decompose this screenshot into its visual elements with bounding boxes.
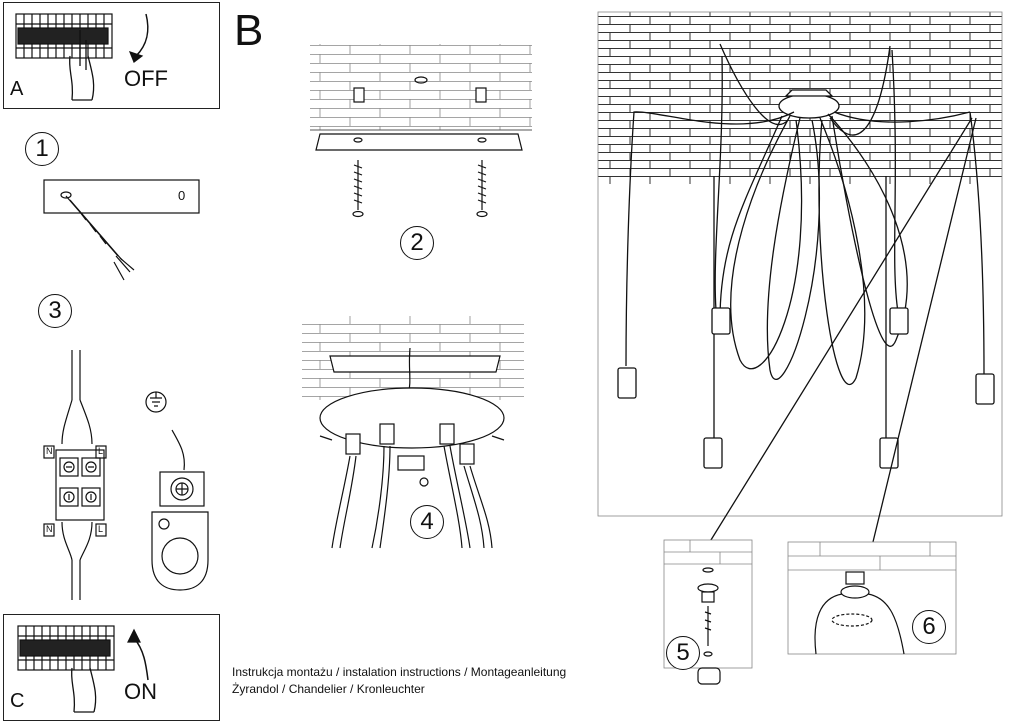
terminal-n-top: N <box>46 446 53 456</box>
breaker-on-icon <box>17 625 149 713</box>
panel-b-letter: B <box>234 6 264 55</box>
canopy-assembly-diagram <box>302 316 524 549</box>
step-3-badge: 3 <box>38 294 72 328</box>
terminal-block-diagram <box>43 350 209 600</box>
panel-a <box>3 2 220 109</box>
step-1-badge: 1 <box>25 132 59 166</box>
step-4-badge: 4 <box>410 505 444 539</box>
panel-c <box>3 614 220 721</box>
caption-instructions: Instrukcja montażu / instalation instruc… <box>232 665 567 679</box>
terminal-l-top: L <box>98 446 104 456</box>
panel-c-state: ON <box>124 679 157 704</box>
caption-product: Żyrandol / Chandelier / Kronleuchter <box>232 682 425 696</box>
panel-a-letter: A <box>10 78 24 100</box>
step-2-badge: 2 <box>400 226 434 260</box>
terminal-l-bottom: L <box>98 524 104 534</box>
chandelier-overview-diagram <box>597 11 1003 549</box>
panel-c-letter: C <box>10 690 25 712</box>
step-6-badge: 6 <box>912 610 946 644</box>
ceiling-plate-diagram <box>43 179 200 281</box>
panel-a-state: OFF <box>124 66 168 91</box>
plate-label: 0 <box>178 188 186 203</box>
terminal-n-bottom: N <box>46 524 53 534</box>
breaker-off-icon <box>15 13 149 101</box>
step-5-badge: 5 <box>666 636 700 670</box>
